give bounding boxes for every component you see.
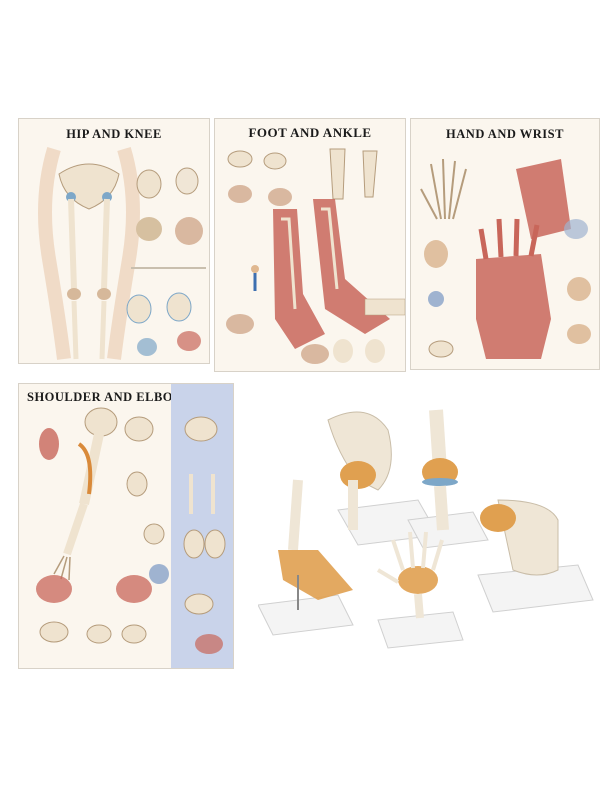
hip-knee-illustration (38, 146, 206, 360)
hip-knee-poster: HIP AND KNEE (18, 118, 210, 364)
hip-knee-title: HIP AND KNEE (66, 127, 162, 141)
shoulder-elbow-poster: SHOULDER AND ELBOW (18, 383, 234, 669)
hand-wrist-title: HAND AND WRIST (446, 127, 564, 141)
hand-wrist-illustration (420, 158, 591, 359)
shoulder-elbow-title: SHOULDER AND ELBOW (27, 390, 187, 404)
hand-wrist-poster: HAND AND WRIST (410, 118, 600, 370)
foot-ankle-title: FOOT AND ANKLE (248, 125, 372, 140)
skeletal-models-group (257, 400, 600, 660)
foot-ankle-illustration (226, 148, 405, 364)
skeletal-models-illustration (257, 409, 594, 649)
foot-ankle-poster: FOOT AND ANKLE (214, 118, 406, 372)
shoulder-elbow-illustration (36, 384, 233, 668)
